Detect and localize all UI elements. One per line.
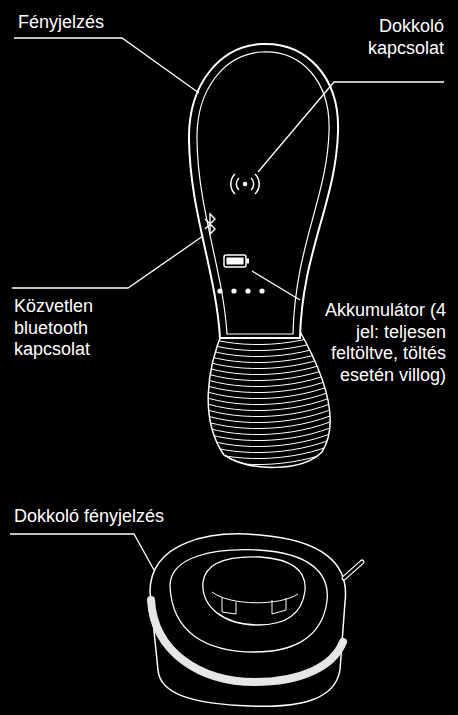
- dock-cable: [344, 562, 362, 578]
- dock-cavity: [203, 557, 305, 625]
- callout-label: Dokkoló kapcsolat: [300, 16, 444, 59]
- callout-label: Fényjelzés: [18, 12, 148, 34]
- battery-level-dots: [217, 288, 264, 293]
- grip-ribs: [196, 316, 340, 483]
- device-head-outline: [189, 44, 338, 338]
- bluetooth-icon: [205, 214, 215, 234]
- callout-label: Dokkoló fényjelzés: [14, 506, 214, 528]
- grip-outline: [208, 328, 330, 467]
- dock-cable-inner: [344, 562, 362, 578]
- callout-label: Akkumulátor (4 jel: teljesen feltöltve, …: [304, 300, 446, 386]
- light-ring: [197, 52, 329, 334]
- dock-link-icon: [231, 174, 259, 194]
- dock-body: [150, 534, 346, 706]
- dock-contacts: [212, 592, 298, 614]
- battery-icon: [224, 255, 249, 267]
- callout-label: Közvetlen bluetooth kapcsolat: [14, 296, 132, 361]
- dock-rim: [170, 550, 327, 652]
